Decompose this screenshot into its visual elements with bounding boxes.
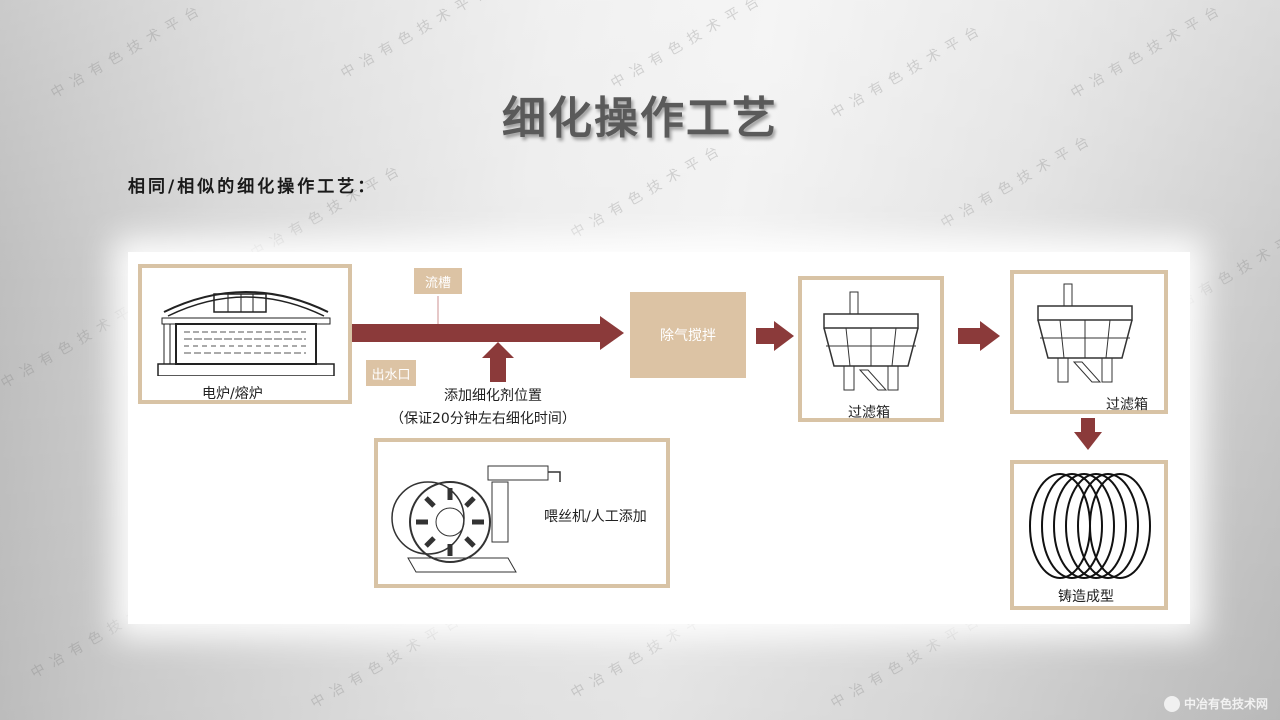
filter-box-icon xyxy=(1030,278,1140,386)
launder-arrow xyxy=(437,296,439,324)
flow-arrow xyxy=(756,328,776,344)
filter-box-icon xyxy=(816,286,926,394)
brand-logo: 中冶有色技术网 xyxy=(1163,695,1268,712)
filter-box-2-node: 过滤箱 xyxy=(1010,270,1168,414)
filter-box-2-label: 过滤箱 xyxy=(1106,397,1148,413)
refiner-position-label: 添加细化剂位置 xyxy=(444,388,542,404)
add-refiner-arrow xyxy=(490,358,506,382)
wire-feeder-node: 喂丝机/人工添加 xyxy=(374,438,670,588)
casting-label: 铸造成型 xyxy=(1058,589,1114,605)
arrow-head xyxy=(980,321,1000,351)
arrow-head xyxy=(774,321,794,351)
process-diagram: 电炉/熔炉 流槽 出水口 添加细化剂位置 （保证20分钟左右细化时间） 除气搅拌 xyxy=(128,252,1190,624)
wire-feeder-label: 喂丝机/人工添加 xyxy=(544,509,647,525)
filter-box-1-label: 过滤箱 xyxy=(848,405,890,421)
add-refiner-arrow-head xyxy=(482,342,514,358)
casting-node: 铸造成型 xyxy=(1010,460,1168,610)
brand-name: 中冶有色技术网 xyxy=(1183,697,1268,711)
flow-arrow xyxy=(958,328,982,344)
brand-logo-icon xyxy=(1163,695,1180,712)
furnace-node: 电炉/熔炉 xyxy=(138,264,352,404)
furnace-icon xyxy=(156,272,336,376)
slide-title: 细化操作工艺 xyxy=(502,93,778,144)
degassing-box: 除气搅拌 xyxy=(630,292,746,378)
filter-box-1-node: 过滤箱 xyxy=(798,276,944,422)
coil-icon xyxy=(1026,470,1154,582)
down-flow-arrow xyxy=(1081,418,1095,434)
refiner-time-note: （保证20分钟左右细化时间） xyxy=(390,411,576,427)
furnace-label: 电炉/熔炉 xyxy=(202,386,263,402)
arrow-head xyxy=(1074,432,1102,450)
arrow-head xyxy=(600,316,624,350)
wire-feeder-icon xyxy=(388,452,568,580)
outlet-box: 出水口 xyxy=(366,360,416,386)
launder-box: 流槽 xyxy=(414,268,462,294)
main-flow-arrow xyxy=(352,324,602,342)
slide-subtitle: 相同/相似的细化操作工艺： xyxy=(128,177,378,197)
